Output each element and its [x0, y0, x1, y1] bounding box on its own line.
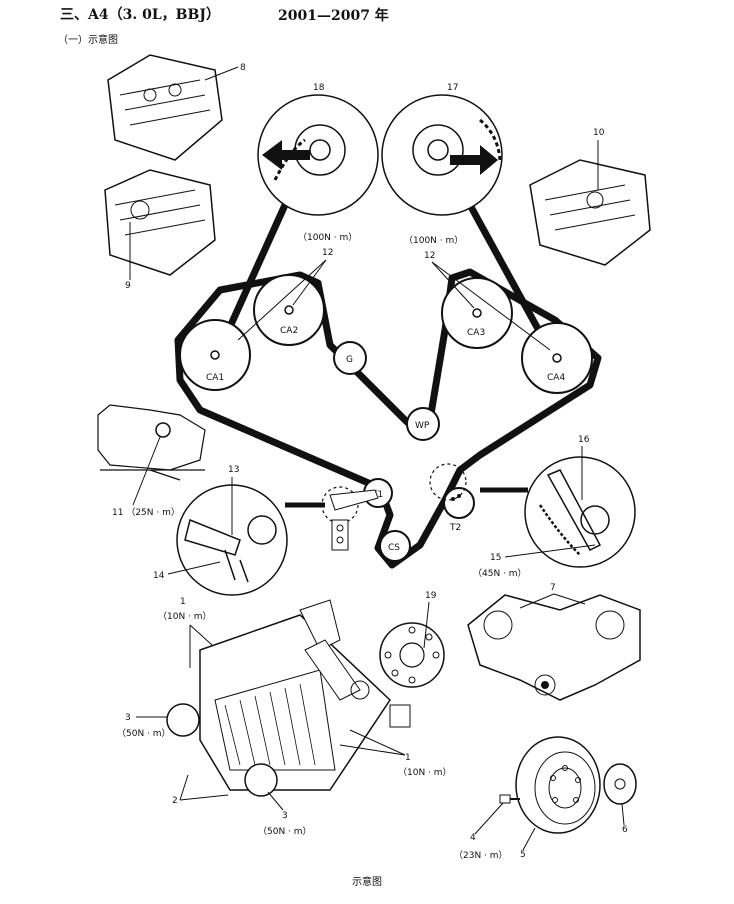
detail-16 [524, 456, 636, 568]
callout-7: 7 [550, 583, 556, 593]
callout-3-left: 3 [125, 713, 131, 723]
pulley-ca4 [521, 322, 593, 394]
callout-9: 9 [125, 281, 131, 291]
part-7-cover [467, 594, 641, 701]
engine-head-10 [529, 159, 651, 266]
part-4-bolt [499, 794, 520, 804]
part-5-pulley [515, 736, 601, 834]
callout-13: 13 [228, 465, 239, 475]
part-19-sprocket [379, 622, 445, 688]
callout-12-right: 12 [424, 251, 435, 261]
detail-17 [381, 94, 503, 216]
engine-head-9 [104, 169, 216, 276]
pulley-ca1 [179, 319, 251, 391]
label-ca3: CA3 [467, 328, 485, 338]
tensioner-dashed-ring [429, 463, 467, 501]
torque-cam-left: （100N · m） [298, 232, 357, 243]
callout-16: 16 [578, 435, 590, 445]
part-11-sketch [97, 404, 206, 481]
part-6-hub [603, 763, 637, 805]
callout-1-right: 1 [405, 753, 411, 763]
torque-part3-bottom: （50N · m） [258, 826, 312, 837]
pulley-ca3 [441, 277, 513, 349]
pulley-ca2 [253, 274, 325, 346]
label-wp: WP [415, 421, 430, 431]
callout-10: 10 [593, 128, 605, 138]
callout-1-top: 1 [180, 597, 186, 607]
callout-2: 2 [172, 796, 178, 806]
torque-part4: （23N · m） [454, 850, 508, 861]
torque-cam-right: （100N · m） [404, 235, 463, 246]
label-ca1: CA1 [206, 373, 224, 383]
pulley-t2 [443, 487, 475, 519]
engine-head-8 [107, 54, 223, 161]
pulley-cs [379, 530, 411, 562]
label-cs: CS [388, 543, 400, 553]
callout-4: 4 [470, 833, 476, 843]
callout-18: 18 [313, 83, 325, 93]
torque-part3-left: （50N · m） [117, 728, 171, 739]
torque-part1-right: （10N · m） [398, 767, 452, 778]
callout-14: 14 [153, 571, 165, 581]
callout-17: 17 [447, 83, 458, 93]
front-assembly [199, 599, 411, 791]
torque-part15: （45N · m） [473, 568, 527, 579]
year-range: 2001—2007 年 [278, 8, 389, 24]
torque-part11: 11 （25N · m） [112, 507, 180, 518]
pulley-g [333, 341, 367, 375]
detail-3-bottom [244, 763, 278, 797]
label-t2: T2 [449, 523, 461, 533]
subsection-title: （一）示意图 [58, 35, 118, 46]
label-ca4: CA4 [547, 373, 565, 383]
callout-5: 5 [520, 850, 526, 860]
callout-15: 15 [490, 553, 501, 563]
detail-18 [257, 94, 379, 216]
callout-3-bottom: 3 [282, 811, 288, 821]
label-ca2: CA2 [280, 326, 298, 336]
callout-12-left: 12 [322, 248, 333, 258]
pulley-wp [406, 407, 440, 441]
tensioner-sketch [321, 486, 379, 551]
callout-8: 8 [240, 63, 246, 73]
figure-caption: 示意图 [352, 877, 382, 888]
detail-3-left [166, 703, 200, 737]
callout-19: 19 [425, 591, 437, 601]
label-g: G [346, 355, 353, 365]
callout-6: 6 [622, 825, 628, 835]
detail-13 [176, 484, 288, 596]
torque-part1-top: （10N · m） [158, 611, 212, 622]
section-title: 三、A4（3. 0L，BBJ） [60, 7, 220, 23]
